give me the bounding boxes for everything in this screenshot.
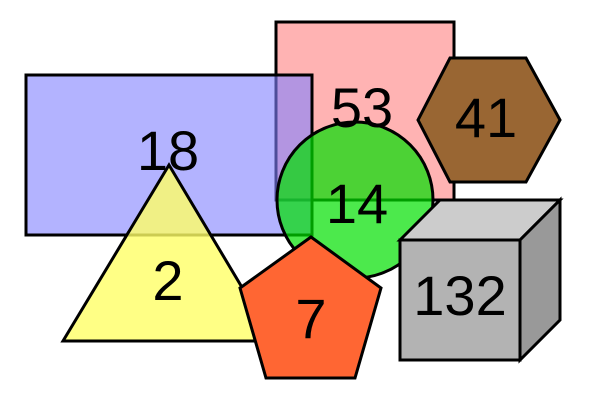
gray-cube-label: 132	[413, 264, 506, 327]
blue-rectangle-label: 18	[137, 119, 199, 182]
green-circle-label: 14	[326, 172, 388, 235]
yellow-triangle-label: 2	[152, 249, 183, 312]
orange-pentagon-body	[238, 235, 383, 380]
brown-hexagon-label: 41	[455, 86, 517, 149]
yellow-triangle	[60, 162, 277, 343]
gray-cube	[396, 196, 564, 364]
pink-rectangle-label: 53	[331, 76, 393, 139]
brown-hexagon	[416, 56, 562, 184]
brown-hexagon-body	[416, 56, 562, 184]
yellow-triangle-body	[60, 162, 277, 343]
orange-pentagon	[238, 235, 383, 380]
gray-cube-front-face	[398, 238, 522, 362]
orange-pentagon-label: 7	[295, 287, 326, 350]
